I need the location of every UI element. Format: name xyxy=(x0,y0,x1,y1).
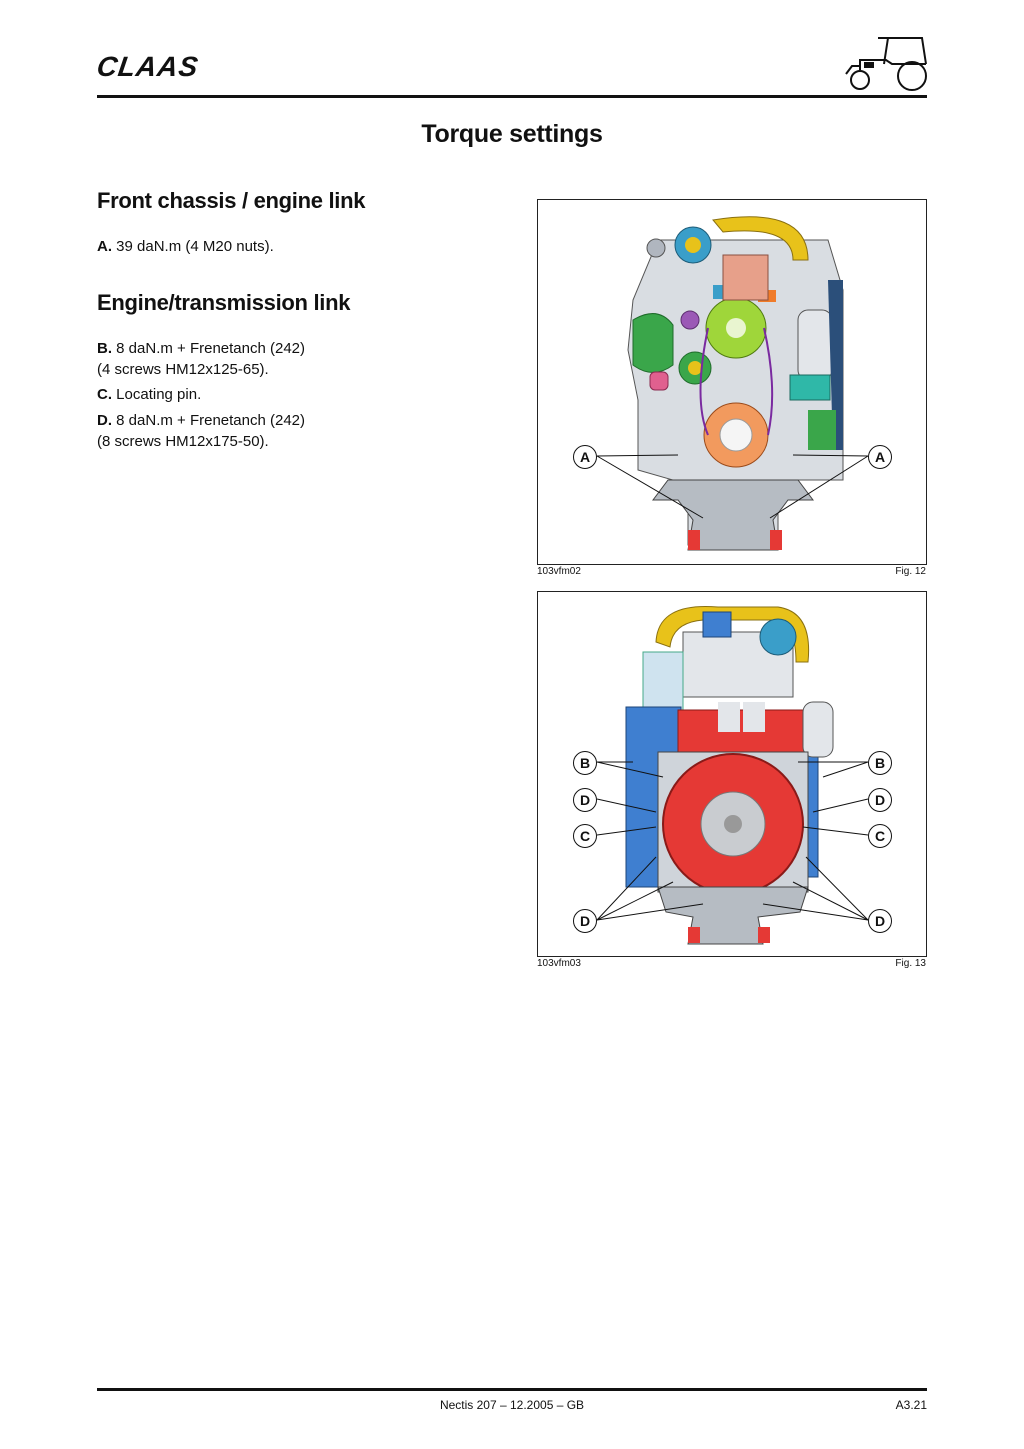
callout-d-left: D xyxy=(573,788,597,812)
item-key: A. xyxy=(97,238,112,255)
callout-lines xyxy=(596,761,869,921)
callout-d-bottom-left: D xyxy=(573,909,597,933)
torque-item-d: D. 8 daN.m + Frenetanch (242) (8 screws … xyxy=(97,410,305,452)
item-text: Locating pin. xyxy=(116,386,202,403)
section-heading-front-chassis: Front chassis / engine link xyxy=(97,188,366,213)
figure-13-ref: 103vfm03 xyxy=(537,958,581,969)
tractor-icon xyxy=(845,37,927,91)
figure-12-caption: Fig. 12 xyxy=(895,566,926,577)
engine-rear-view xyxy=(625,605,834,945)
torque-item-c: C. Locating pin. xyxy=(97,384,201,405)
callout-d-bottom-right: D xyxy=(868,909,892,933)
item-text-detail: (4 screws HM12x125-65). xyxy=(97,361,269,378)
section-heading-engine-transmission: Engine/transmission link xyxy=(97,290,351,315)
torque-item-a: A. 39 daN.m (4 M20 nuts). xyxy=(97,236,274,257)
item-text: 39 daN.m (4 M20 nuts). xyxy=(116,238,274,255)
header-rule xyxy=(97,95,927,98)
callout-lines xyxy=(596,454,869,519)
footer-rule xyxy=(97,1388,927,1391)
item-key: D. xyxy=(97,412,112,429)
figure-12-ref: 103vfm02 xyxy=(537,566,581,577)
torque-item-b: B. 8 daN.m + Frenetanch (242) (4 screws … xyxy=(97,338,305,380)
item-text: 8 daN.m + Frenetanch (242) xyxy=(116,412,306,429)
callout-c-right: C xyxy=(868,824,892,848)
item-key: C. xyxy=(97,386,112,403)
footer-doc-ref: Nectis 207 – 12.2005 – GB xyxy=(439,1398,585,1412)
figure-12: A A xyxy=(537,199,927,565)
figure-13-caption: Fig. 13 xyxy=(895,958,926,969)
item-key: B. xyxy=(97,340,112,357)
figure-13: B B D D C C D D xyxy=(537,591,927,957)
item-text: 8 daN.m + Frenetanch (242) xyxy=(116,340,306,357)
callout-d-right: D xyxy=(868,788,892,812)
item-text-detail: (8 screws HM12x175-50). xyxy=(97,433,269,450)
callout-a-left: A xyxy=(573,445,597,469)
page-title: Torque settings xyxy=(421,120,603,148)
engine-front-view xyxy=(627,216,844,551)
callout-a-right: A xyxy=(868,445,892,469)
callout-b-right: B xyxy=(868,751,892,775)
brand-name: CLAAS xyxy=(94,51,201,82)
callout-b-left: B xyxy=(573,751,597,775)
claas-logo: CLAAS xyxy=(94,51,217,82)
page-number: A3.21 xyxy=(895,1398,927,1412)
callout-c-left: C xyxy=(573,824,597,848)
